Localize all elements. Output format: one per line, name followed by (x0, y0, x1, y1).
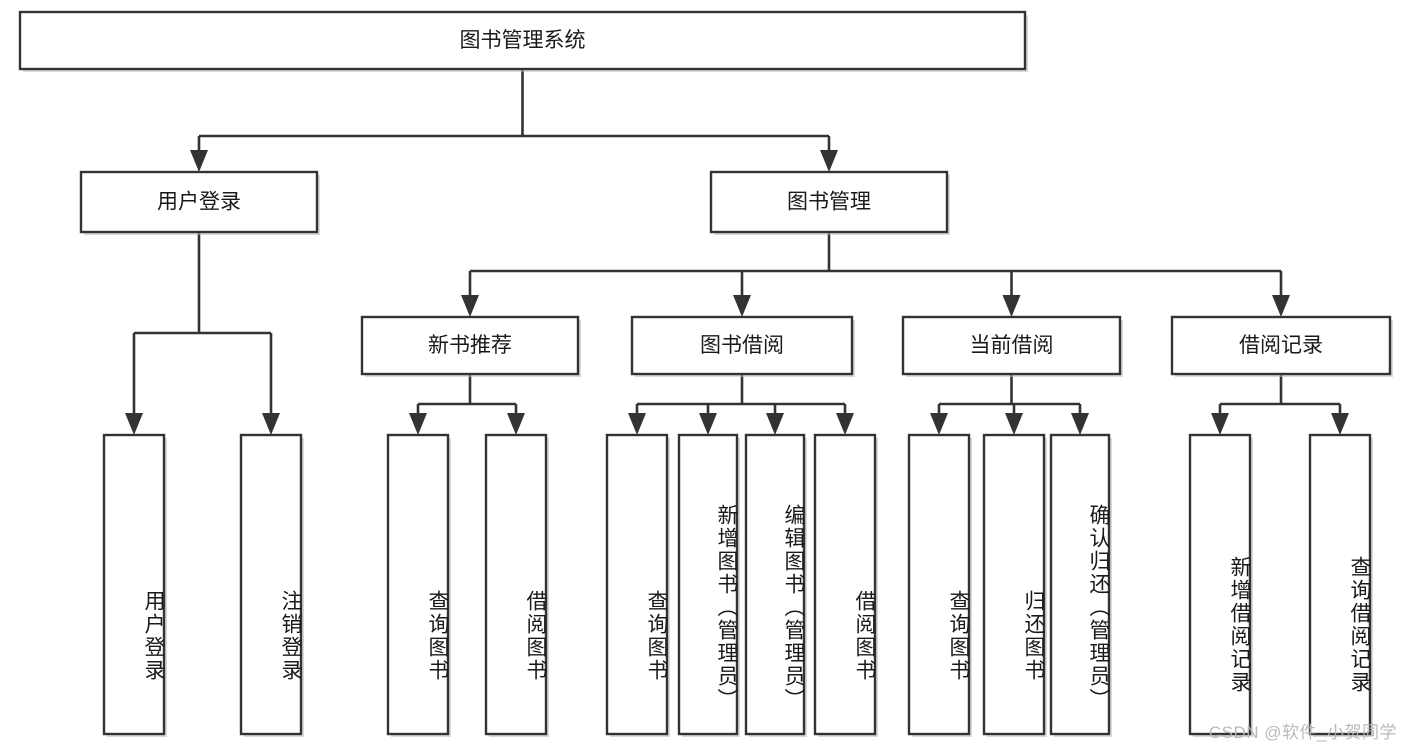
connector-group-book-manage (461, 232, 1290, 317)
node-book-borrow-box[interactable] (630, 315, 854, 376)
connector-group-book-borrow (628, 374, 854, 435)
node-leaf-edit-book-box[interactable] (744, 433, 806, 736)
node-user-login-label: 用户登录 (157, 191, 241, 214)
node-book-manage-label: 图书管理 (787, 191, 871, 214)
node-book-borrow-label: 图书借阅 (700, 334, 784, 357)
node-leaf-return-book-box[interactable] (982, 433, 1046, 736)
connectors-layer (125, 69, 1349, 435)
node-new-book-rec-box[interactable] (360, 315, 580, 376)
node-new-book-rec-label: 新书推荐 (428, 334, 512, 357)
csdn-watermark: CSDN @软件_小贺同学 (1208, 723, 1397, 742)
node-leaf-user-login-box[interactable] (102, 433, 166, 736)
node-leaf-borrow-book-2-box[interactable] (813, 433, 877, 736)
node-user-login-box[interactable] (79, 170, 319, 234)
node-leaf-confirm-return-box[interactable] (1049, 433, 1111, 736)
node-leaf-borrow-book-1-box[interactable] (484, 433, 548, 736)
node-leaf-query-book-3-box[interactable] (907, 433, 971, 736)
connector-group-new-book-rec (409, 374, 525, 435)
connector-group-user-login (125, 232, 280, 435)
node-current-borrow-box[interactable] (901, 315, 1122, 376)
node-current-borrow-label: 当前借阅 (970, 334, 1054, 357)
nodes-layer (18, 10, 1393, 737)
node-leaf-user-logout-box[interactable] (239, 433, 303, 736)
connector-group-borrow-record (1211, 374, 1349, 435)
node-root-box[interactable] (18, 10, 1027, 71)
node-root-label: 图书管理系统 (460, 29, 586, 52)
node-book-manage-box[interactable] (709, 170, 949, 234)
connector-group-root (190, 69, 838, 172)
connector-group-current-borrow (930, 374, 1089, 435)
node-leaf-add-record-box[interactable] (1188, 433, 1252, 736)
node-leaf-add-book-box[interactable] (677, 433, 739, 736)
node-leaf-query-book-1-box[interactable] (386, 433, 450, 736)
node-leaf-query-book-2-box[interactable] (605, 433, 669, 736)
node-borrow-record-box[interactable] (1170, 315, 1392, 376)
node-leaf-query-record-box[interactable] (1308, 433, 1372, 736)
node-borrow-record-label: 借阅记录 (1239, 334, 1323, 357)
